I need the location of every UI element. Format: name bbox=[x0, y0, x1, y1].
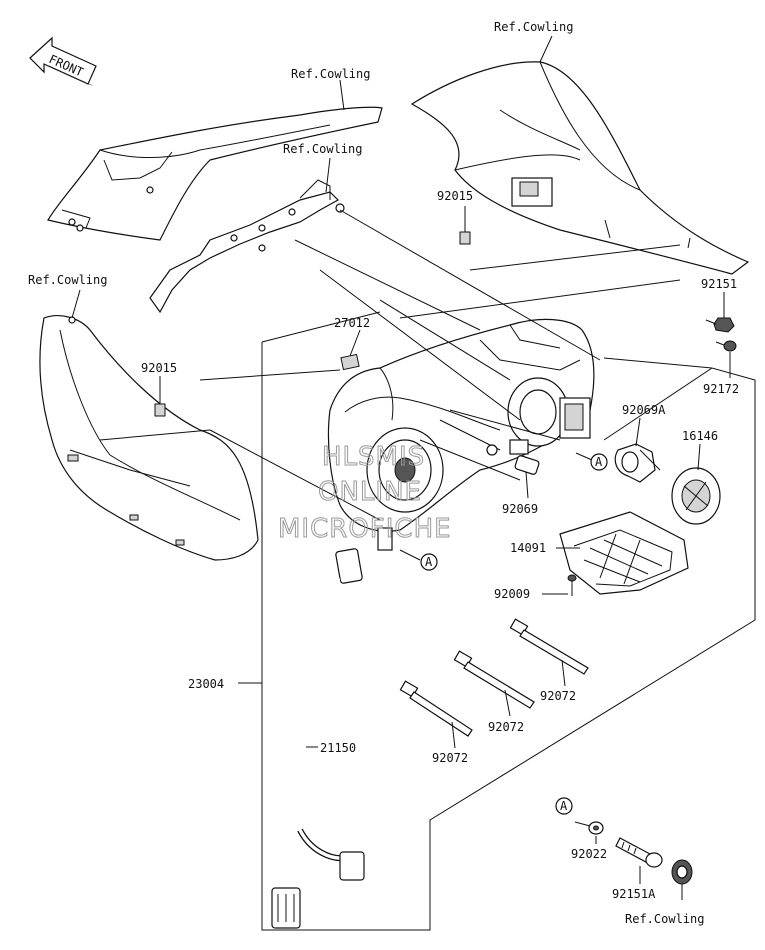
label-92022: 92022 bbox=[571, 847, 607, 861]
seal-27012 bbox=[340, 353, 360, 371]
label-92072-c: 92072 bbox=[432, 751, 468, 765]
label-ref-cowling-top-right: Ref.Cowling bbox=[494, 20, 573, 34]
wiring-harness-21150 bbox=[271, 548, 365, 929]
label-92069A: 92069A bbox=[622, 403, 666, 417]
cable-tie-92072-a bbox=[509, 618, 589, 675]
front-arrow-icon: FRONT bbox=[29, 36, 97, 86]
headlight-stay-bracket bbox=[149, 179, 345, 314]
label-92072-a: 92072 bbox=[540, 689, 576, 703]
washer-92022 bbox=[588, 821, 604, 835]
svg-text:A: A bbox=[425, 555, 433, 569]
label-92069: 92069 bbox=[502, 502, 538, 516]
guide-lines bbox=[99, 209, 681, 521]
cable-tie-92072-c bbox=[399, 680, 473, 737]
bolt-92151A bbox=[615, 837, 663, 868]
screw-92009 bbox=[567, 574, 577, 596]
svg-text:A: A bbox=[560, 799, 568, 813]
callout-a-2: A bbox=[420, 553, 438, 571]
svg-text:A: A bbox=[595, 455, 603, 469]
side-cowling-left bbox=[39, 315, 259, 561]
bulb-92069A bbox=[614, 443, 661, 483]
leader-lines bbox=[71, 35, 731, 900]
label-92072-b: 92072 bbox=[488, 720, 524, 734]
upper-cowling-right bbox=[410, 61, 750, 275]
label-ref-cowling-left: Ref.Cowling bbox=[28, 273, 107, 287]
label-92015-left: 92015 bbox=[141, 361, 177, 375]
cable-tie-92072-b bbox=[453, 650, 535, 709]
svg-text:MICROFICHE: MICROFICHE bbox=[278, 514, 452, 544]
label-ref-cowling-upper: Ref.Cowling bbox=[291, 67, 370, 81]
label-ref-cowling-bottom: Ref.Cowling bbox=[625, 912, 704, 926]
clip-92015-right bbox=[459, 231, 471, 245]
upper-cowling-left bbox=[47, 106, 383, 241]
label-21150: 21150 bbox=[320, 741, 356, 755]
watermark: HLSMIS ONLINE MICROFICHE bbox=[278, 442, 452, 545]
label-92151: 92151 bbox=[701, 277, 737, 291]
label-ref-cowling-bracket: Ref.Cowling bbox=[283, 142, 362, 156]
bulb-92069 bbox=[514, 455, 540, 475]
screw-92151 bbox=[705, 317, 735, 333]
bulb-cover-16146 bbox=[671, 467, 721, 525]
svg-text:ONLINE: ONLINE bbox=[318, 477, 422, 507]
screw-92172 bbox=[715, 340, 737, 352]
grommet-ref-cowling bbox=[671, 859, 693, 885]
label-92015-right: 92015 bbox=[437, 189, 473, 203]
callout-a-3: A bbox=[555, 797, 573, 815]
svg-text:HLSMIS: HLSMIS bbox=[322, 442, 425, 472]
label-92151A: 92151A bbox=[612, 887, 656, 901]
clip-92015-left bbox=[154, 403, 166, 417]
callout-a-1: A bbox=[590, 453, 608, 471]
label-92172: 92172 bbox=[703, 382, 739, 396]
part-labels: Ref.Cowling Ref.Cowling Ref.Cowling Ref.… bbox=[28, 20, 739, 926]
label-16146: 16146 bbox=[682, 429, 718, 443]
cover-14091 bbox=[559, 511, 689, 595]
label-14091: 14091 bbox=[510, 541, 546, 555]
label-27012: 27012 bbox=[334, 316, 370, 330]
label-23004: 23004 bbox=[188, 677, 224, 691]
label-92009: 92009 bbox=[494, 587, 530, 601]
group-outline bbox=[261, 342, 756, 931]
headlight-assembly bbox=[327, 318, 595, 551]
